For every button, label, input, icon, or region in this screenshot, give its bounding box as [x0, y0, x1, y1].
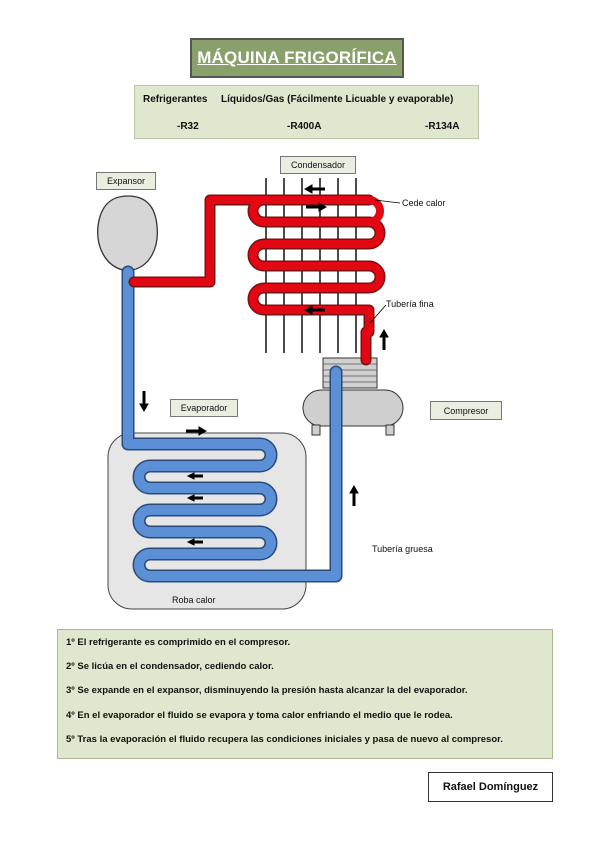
step-3: 3º Se expande en el expansor, disminuyen… [66, 685, 468, 696]
cold-pipe [121, 265, 343, 583]
condensador-label-text: Condensador [290, 160, 346, 170]
expansor-valve [97, 195, 158, 272]
compressor [302, 357, 404, 436]
arrow-left-icon [186, 494, 203, 502]
steps-panel: 1º El refrigerante es comprimido en el c… [57, 629, 553, 759]
step-1: 1º El refrigerante es comprimido en el c… [66, 637, 291, 648]
hot-pipe [128, 194, 386, 366]
refrigerants-header: Refrigerantes [143, 94, 208, 105]
refrigerants-description: Líquidos/Gas (Fácilmente Licuable y evap… [221, 94, 454, 105]
step-2: 2º Se licúa en el condensador, cediendo … [66, 661, 274, 672]
arrow-up-icon [379, 328, 389, 350]
refrigerant-r134a: -R134A [425, 121, 460, 132]
step-4: 4º En el evaporador el fluido se evapora… [66, 710, 453, 721]
arrow-right-icon [306, 202, 328, 212]
refrigerants-panel: Refrigerantes Líquidos/Gas (Fácilmente L… [134, 85, 479, 139]
author-name: Rafael Domínguez [442, 781, 539, 793]
expansor-label: Expansor [96, 172, 156, 190]
arrow-left-icon [303, 305, 325, 315]
arrow-left-icon [186, 472, 203, 480]
condensador-label: Condensador [280, 156, 356, 174]
page-title: MÁQUINA FRIGORÍFICA [197, 48, 397, 67]
evaporator-box [107, 432, 307, 610]
arrow-left-icon [186, 538, 203, 546]
expansor-label-text: Expansor [106, 176, 146, 186]
author-box: Rafael Domínguez [428, 772, 553, 802]
roba-calor-text: Roba calor [172, 595, 216, 605]
title-box: MÁQUINA FRIGORÍFICA [190, 38, 404, 78]
condenser-bend [368, 196, 384, 226]
compresor-label: Compresor [430, 401, 502, 420]
tuberia-gruesa-text: Tubería gruesa [372, 544, 433, 554]
arrow-left-icon [303, 184, 325, 194]
tuberia-fina-leader [369, 304, 387, 324]
refrigerant-r400a: -R400A [287, 121, 322, 132]
step-5: 5º Tras la evaporación el fluido recuper… [66, 734, 503, 745]
arrow-right-icon [186, 426, 208, 436]
tuberia-fina-text: Tubería fina [386, 299, 434, 309]
cede-calor-text: Cede calor [402, 198, 446, 208]
cede-calor-leader [374, 199, 401, 204]
refrigerant-r32: -R32 [177, 121, 199, 132]
arrow-up-icon [349, 484, 359, 506]
evaporador-label: Evaporador [170, 399, 238, 417]
arrow-down-icon [139, 391, 149, 413]
compresor-label-text: Compresor [443, 405, 489, 416]
flow-arrows [139, 184, 389, 546]
evaporador-label-text: Evaporador [180, 403, 228, 413]
